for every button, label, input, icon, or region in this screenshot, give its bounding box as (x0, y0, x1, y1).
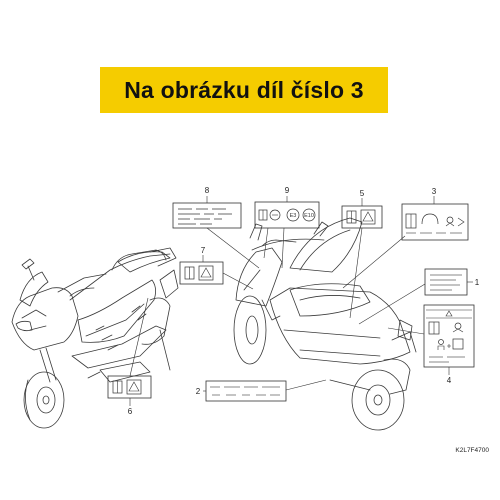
e10-badge (302, 208, 316, 222)
leader-lines (129, 196, 473, 406)
label-8 (172, 202, 242, 229)
title-banner: Na obrázku díl číslo 3 (100, 67, 388, 113)
label-2 (205, 380, 287, 402)
helmet-icon (421, 213, 439, 225)
label-9-e3: E3 (290, 213, 297, 219)
warning-triangle-icon (445, 310, 453, 317)
callout-5: 5 (360, 189, 365, 198)
callout-3: 3 (432, 187, 437, 196)
fuel-icon (269, 209, 281, 221)
rider-icon (446, 216, 454, 224)
callout-2: 2 (196, 387, 201, 396)
reference-code: K2L7F4700 (455, 447, 489, 454)
luggage-icon (452, 338, 464, 350)
e3-badge (286, 208, 300, 222)
person-icon (438, 339, 444, 345)
label-6 (107, 375, 152, 399)
callout-8: 8 (205, 186, 210, 195)
label-3 (401, 203, 469, 241)
scooter-right-illustration (233, 217, 417, 431)
label-9 (254, 201, 320, 229)
callout-9: 9 (285, 186, 290, 195)
label-7 (179, 261, 224, 285)
label-5 (341, 205, 383, 229)
rider-icon (454, 322, 462, 330)
warning-book-icon (360, 209, 376, 225)
callout-7: 7 (201, 246, 206, 255)
warning-book-icon (198, 265, 214, 281)
callout-1: 1 (475, 278, 480, 287)
scooter-left-illustration (11, 247, 179, 429)
label-1 (424, 268, 468, 296)
label-9-e10: E10 (304, 213, 314, 219)
callout-6: 6 (128, 407, 133, 416)
warning-book-icon (126, 379, 142, 395)
callout-4: 4 (447, 376, 452, 385)
label-4 (423, 304, 475, 368)
banner-title: Na obrázku díl číslo 3 (124, 76, 364, 103)
